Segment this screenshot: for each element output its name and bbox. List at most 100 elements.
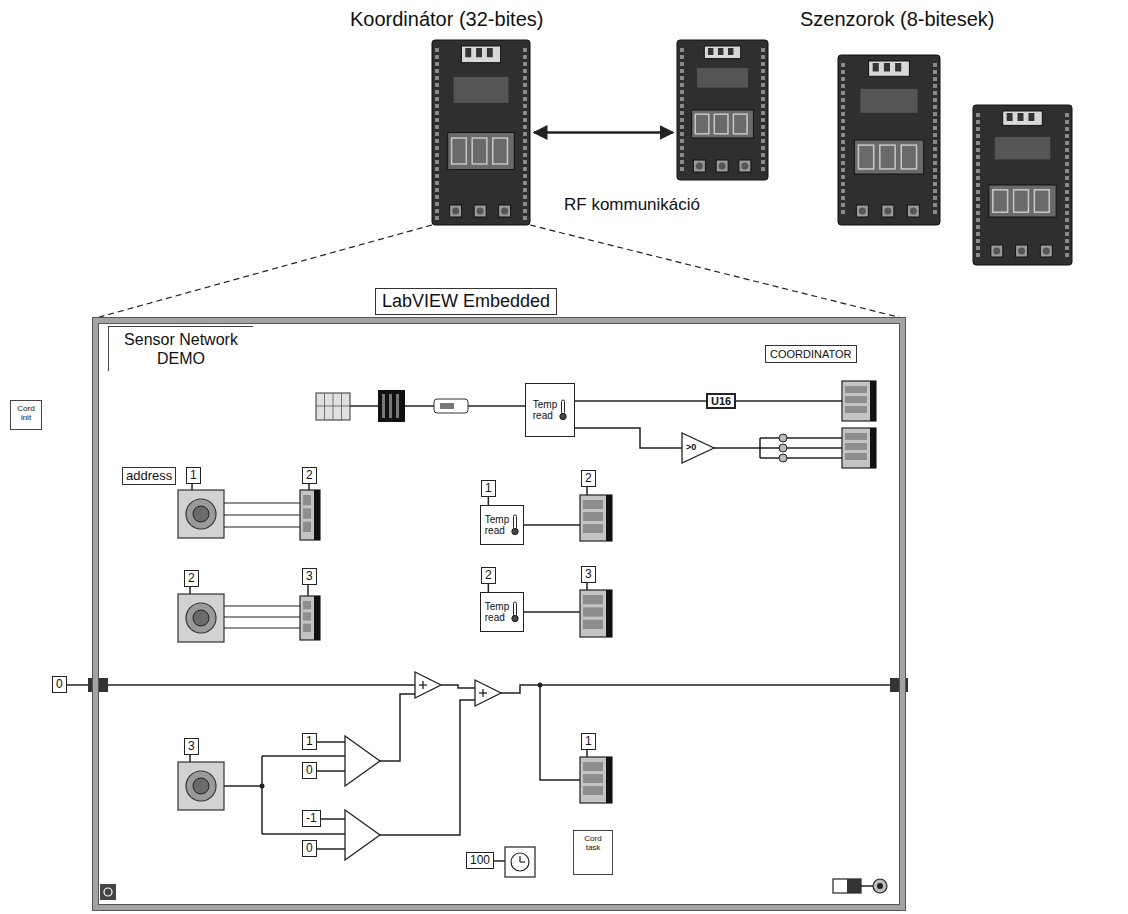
switch-lever <box>708 48 713 55</box>
silkscreen <box>860 89 917 113</box>
header-pin <box>523 160 527 164</box>
switch-lever <box>1018 113 1024 121</box>
header-pin <box>976 197 980 201</box>
thermometer-tube <box>514 602 517 616</box>
header-pin <box>680 69 684 73</box>
header-pin <box>761 139 765 143</box>
header-pin <box>435 48 439 52</box>
display-segment <box>583 500 603 509</box>
grid-line <box>333 393 334 420</box>
header-pin <box>933 63 937 67</box>
header-pin <box>680 48 684 52</box>
header-pin <box>435 153 439 157</box>
switch-lever <box>465 48 471 57</box>
label-text: 1 <box>585 734 592 749</box>
select-function <box>345 810 380 860</box>
add-function <box>415 672 441 698</box>
header-pin <box>841 112 845 116</box>
thermometer-tube <box>514 515 517 529</box>
header-pin <box>976 127 980 131</box>
push-button <box>1040 245 1052 257</box>
type-label: U16 <box>706 393 736 409</box>
wire <box>108 684 415 686</box>
header-pin <box>976 204 980 208</box>
header-pin <box>435 111 439 115</box>
label-text: 2 <box>188 571 195 586</box>
header-pin <box>976 246 980 250</box>
header-pin <box>841 189 845 193</box>
header-pin <box>1065 134 1069 138</box>
numeric-constant: 2 <box>184 570 199 587</box>
switch-lever <box>873 63 879 72</box>
button-cap <box>501 208 508 215</box>
display-strip <box>606 590 612 637</box>
header-pin <box>841 147 845 151</box>
header-pin <box>933 210 937 214</box>
label-text: 2 <box>306 468 313 483</box>
label-text: 3 <box>585 567 592 582</box>
display-segment <box>583 607 603 616</box>
header-pin <box>435 181 439 185</box>
numeric-constant: 2 <box>481 567 496 584</box>
header-pin <box>933 112 937 116</box>
init-vi: Cord init <box>10 400 42 430</box>
digit <box>493 138 508 164</box>
header-pin <box>841 63 845 67</box>
button-cap <box>696 163 703 170</box>
thermometer-bulb <box>512 615 518 621</box>
button-cap <box>719 163 726 170</box>
pcb-board <box>973 105 1072 265</box>
header-pin <box>523 62 527 66</box>
loop-tunnel <box>88 678 108 692</box>
display-segment <box>583 595 603 604</box>
wire <box>787 447 842 449</box>
switch-lever <box>728 48 733 55</box>
numeric-constant: 0 <box>302 762 317 779</box>
header-pin <box>933 77 937 81</box>
display-segment <box>583 524 603 533</box>
header-pin <box>976 148 980 152</box>
label-text: -1 <box>306 811 317 826</box>
pcb-board <box>432 40 530 225</box>
display-segment <box>303 612 311 620</box>
display-segment <box>845 433 867 440</box>
header-pin <box>761 48 765 52</box>
header-pin <box>680 62 684 66</box>
wire <box>224 785 262 787</box>
header-pin <box>523 97 527 101</box>
header-pin <box>435 69 439 73</box>
push-button <box>1016 245 1028 257</box>
display-indicator <box>580 590 612 637</box>
push-button <box>856 205 868 217</box>
temp-read-vi: Temp read <box>525 383 575 437</box>
wire <box>501 685 890 693</box>
button-ring <box>186 499 216 529</box>
wire <box>760 447 779 449</box>
header-pin <box>1065 232 1069 236</box>
header-pin <box>761 62 765 66</box>
header-pin <box>523 174 527 178</box>
header-pin <box>680 97 684 101</box>
compare-function <box>682 433 714 463</box>
header-pin <box>761 69 765 73</box>
header-pin <box>976 190 980 194</box>
header-pin <box>1065 162 1069 166</box>
pcb-board <box>677 40 768 180</box>
numeric-constant: 1 <box>186 467 201 484</box>
digit <box>452 138 467 164</box>
switch-lever <box>476 48 482 57</box>
header-pin <box>976 253 980 257</box>
header-pin <box>435 104 439 108</box>
label-text: 1 <box>190 468 197 483</box>
header-pin <box>976 232 980 236</box>
header-pin <box>933 133 937 137</box>
header-pin <box>1065 169 1069 173</box>
display-segment <box>583 620 603 629</box>
seven-segment <box>989 185 1056 217</box>
header-pin <box>1065 141 1069 145</box>
label-text: Cord init <box>17 404 34 426</box>
wire <box>575 400 706 402</box>
numeric-constant: 1 <box>581 733 596 750</box>
